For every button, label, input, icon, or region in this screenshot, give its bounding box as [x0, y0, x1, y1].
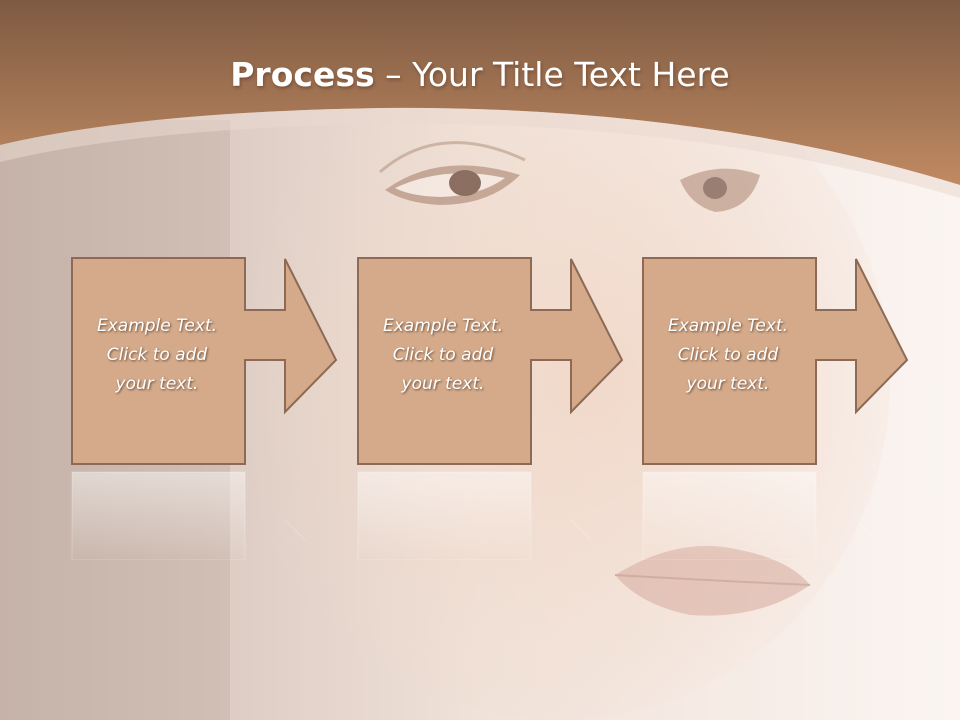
- step-text[interactable]: Example Text. Click to add your text.: [362, 312, 524, 399]
- page-title[interactable]: Process – Your Title Text Here: [0, 52, 960, 98]
- step-text-line: your text.: [401, 374, 485, 394]
- step-text[interactable]: Example Text. Click to add your text.: [647, 312, 809, 399]
- title-separator: –: [374, 55, 413, 94]
- header-band: [0, 0, 960, 185]
- step-arrow-shape: [71, 257, 338, 465]
- lips: [614, 545, 811, 616]
- title-bold: Process: [230, 55, 375, 94]
- process-step-3[interactable]: Example Text. Click to add your text.: [641, 256, 911, 468]
- step-text-line: your text.: [686, 374, 770, 394]
- eye-right: [680, 168, 760, 212]
- step-text-line: your text.: [115, 374, 199, 394]
- step-text-line: Click to add: [106, 345, 208, 365]
- step-arrow-shape: [357, 257, 624, 465]
- step-text-line: Click to add: [392, 345, 494, 365]
- header-curve-highlight: [0, 107, 960, 198]
- process-step-2[interactable]: Example Text. Click to add your text.: [356, 256, 626, 468]
- step-reflection: [642, 471, 877, 560]
- eye-left: [379, 141, 526, 205]
- step-reflection: [71, 471, 306, 560]
- step-text-line: Example Text.: [667, 316, 789, 336]
- step-reflection: [357, 471, 592, 560]
- step-text[interactable]: Example Text. Click to add your text.: [76, 312, 238, 399]
- step-text-line: Example Text.: [96, 316, 218, 336]
- process-step-1[interactable]: Example Text. Click to add your text.: [70, 256, 340, 468]
- step-arrow-shape: [642, 257, 909, 465]
- title-text: Your Title Text Here: [412, 55, 730, 94]
- step-text-line: Click to add: [677, 345, 779, 365]
- step-text-line: Example Text.: [382, 316, 504, 336]
